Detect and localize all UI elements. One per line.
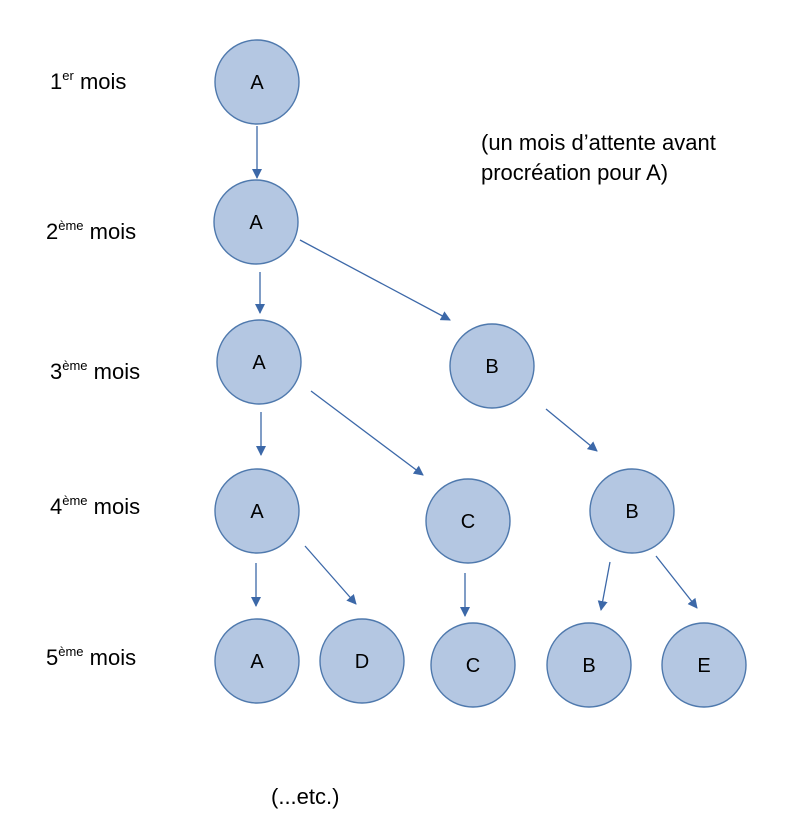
node-label: B	[485, 356, 498, 378]
node-m5-D: D	[319, 618, 405, 704]
arrow-m3-B-to-m4-B	[545, 408, 598, 452]
node-circle	[216, 319, 302, 405]
arrow-line	[655, 555, 698, 609]
month-label-1: 1er mois	[50, 68, 127, 94]
node-circle	[425, 478, 511, 564]
etc-footer: (...etc.)	[271, 784, 340, 809]
node-m5-C: C	[430, 622, 516, 708]
node-label: A	[250, 651, 264, 673]
node-m4-B: B	[589, 468, 675, 554]
node-circle	[214, 468, 300, 554]
node-circle	[214, 39, 300, 125]
arrow-line	[597, 561, 611, 611]
arrow-m4-B-to-m5-E	[655, 555, 698, 609]
node-m2-A: A	[213, 179, 299, 265]
node-m4-C: C	[425, 478, 511, 564]
node-circle	[589, 468, 675, 554]
arrow-line	[545, 408, 598, 452]
month-label-2: 2ème mois	[46, 218, 137, 244]
nodes-layer: A A A B A C B A D C B E	[213, 39, 747, 708]
arrow-m2-A-to-m3-B	[299, 239, 451, 321]
edges-layer	[251, 126, 698, 617]
node-label: A	[250, 72, 264, 94]
arrow-m4-A-to-m5-D	[304, 545, 357, 605]
month-label-3: 3ème mois	[50, 358, 141, 384]
month-label-4: 4ème mois	[50, 493, 141, 519]
node-label: B	[625, 501, 638, 523]
node-label: C	[461, 511, 475, 533]
node-label: C	[466, 655, 480, 677]
node-label: A	[249, 212, 263, 234]
node-label: D	[355, 651, 369, 673]
node-circle	[661, 622, 747, 708]
node-circle	[213, 179, 299, 265]
arrow-m4-B-to-m5-B	[597, 561, 611, 611]
node-m4-A: A	[214, 468, 300, 554]
node-m1-A: A	[214, 39, 300, 125]
node-m3-B: B	[449, 323, 535, 409]
node-m5-E: E	[661, 622, 747, 708]
node-label: E	[697, 655, 710, 677]
node-label: A	[250, 501, 264, 523]
arrow-m3-A-to-m4-C	[310, 390, 424, 476]
node-label: A	[252, 352, 266, 374]
waiting-note-line-2: procréation pour A)	[481, 160, 669, 185]
node-m5-B: B	[546, 622, 632, 708]
node-label: B	[582, 655, 595, 677]
arrow-line	[299, 239, 451, 321]
month-label-5: 5ème mois	[46, 644, 137, 670]
waiting-note-line-1: (un mois d’attente avant	[481, 130, 716, 155]
arrow-line	[310, 390, 424, 476]
node-circle	[214, 618, 300, 704]
node-circle	[430, 622, 516, 708]
node-m3-A: A	[216, 319, 302, 405]
node-circle	[449, 323, 535, 409]
node-circle	[319, 618, 405, 704]
node-m5-A: A	[214, 618, 300, 704]
node-circle	[546, 622, 632, 708]
waiting-note: (un mois d’attente avant procréation pou…	[481, 128, 716, 188]
arrow-line	[304, 545, 357, 605]
